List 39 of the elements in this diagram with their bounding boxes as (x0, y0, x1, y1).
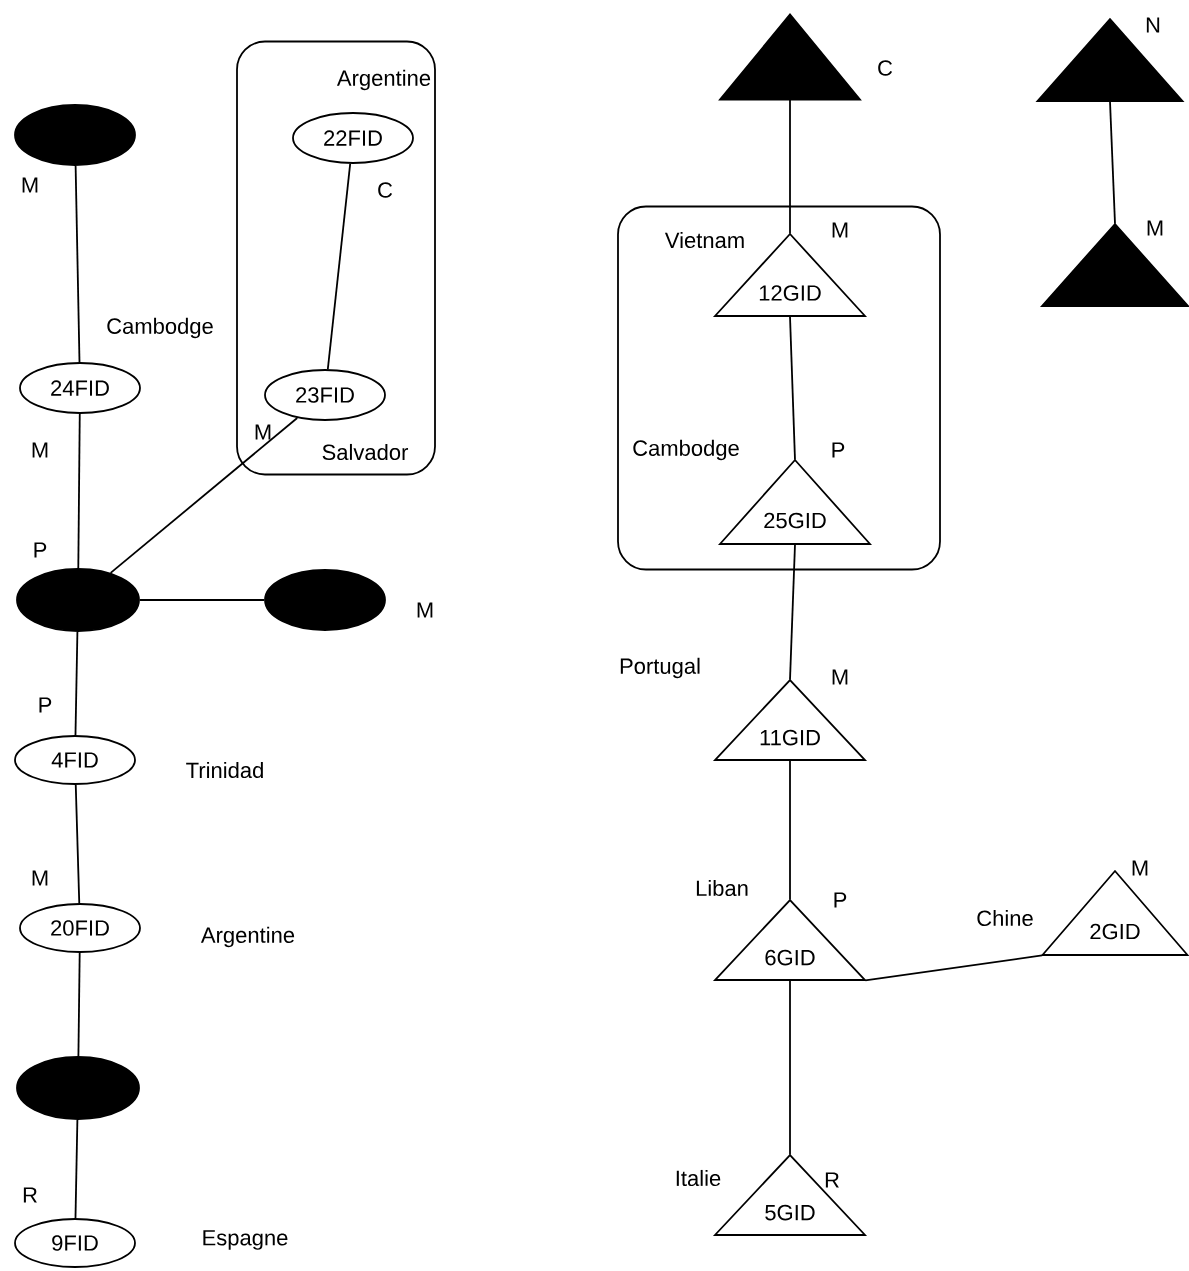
node-label: M (417, 602, 433, 618)
connector-line (789, 979, 791, 1156)
connector-line (74, 1119, 79, 1219)
node-label: Espagne (203, 1230, 288, 1250)
connector-line (864, 954, 1043, 982)
ellipse (16, 568, 140, 632)
connector-line (74, 631, 79, 736)
connector-line (789, 543, 796, 681)
node-label: M (255, 424, 271, 440)
node-label: Trinidad (186, 761, 263, 779)
ellipse-node: 9FID (14, 1218, 136, 1268)
connector-line (77, 952, 81, 1057)
node-label: Argentine (200, 926, 295, 948)
ellipse-node: 23FID (264, 369, 386, 421)
node-label: P (39, 697, 52, 713)
node-label: Portugal (620, 657, 700, 679)
connector-line (1109, 100, 1116, 225)
ellipse (16, 1056, 140, 1120)
node-label: R (825, 1172, 839, 1188)
ellipse-node: 4FID (14, 735, 136, 785)
ellipse-node: 24FID (19, 362, 141, 414)
ellipse (264, 569, 386, 631)
connector-line (74, 165, 81, 363)
ellipse-node: 20FID (19, 903, 141, 953)
connector-line (77, 413, 81, 569)
ellipse-node: 22FID (292, 112, 414, 164)
node-label: N (1146, 17, 1160, 33)
node-label: Cambodge (107, 317, 213, 339)
connector-line (139, 599, 265, 601)
node-label: M (32, 442, 48, 458)
node-label: Liban (696, 879, 748, 897)
connector-line (789, 315, 796, 461)
ellipse (14, 104, 136, 166)
connector-line (326, 163, 352, 371)
connector-line (74, 784, 81, 904)
connector-line (109, 417, 299, 574)
connector-line (789, 759, 791, 901)
connector-line (789, 99, 791, 235)
node-label: M (1147, 220, 1163, 236)
